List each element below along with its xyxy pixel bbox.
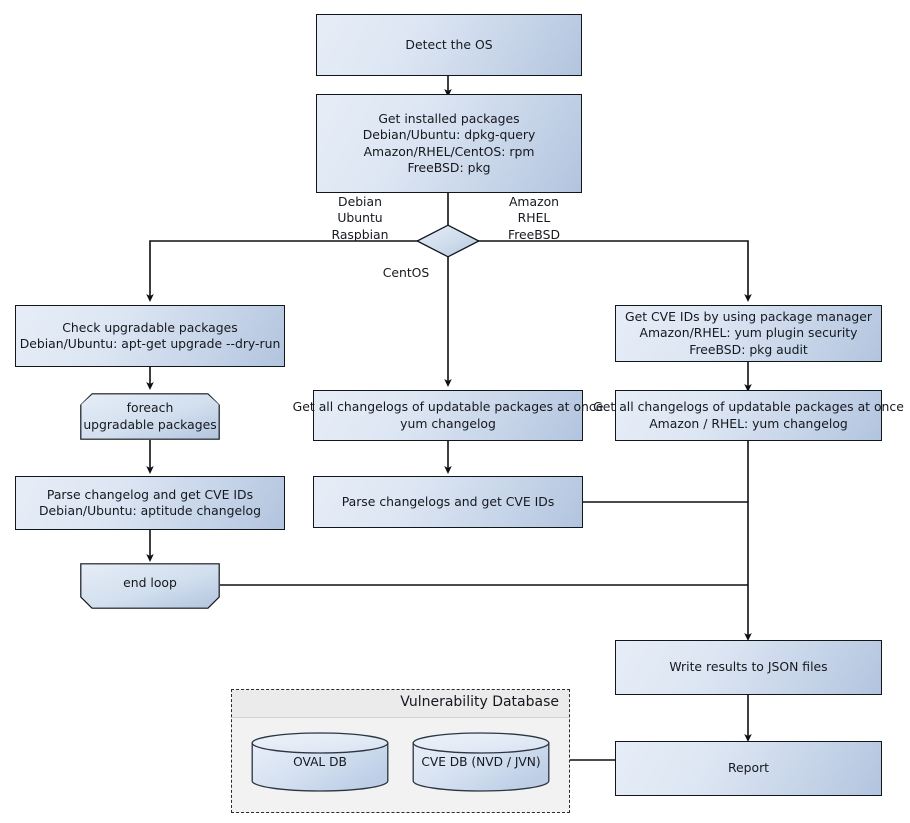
node-changelogs-amazon-line2: Amazon / RHEL: yum changelog: [649, 415, 848, 431]
node-parse-changelogs-centos-label: Parse changelogs and get CVE IDs: [341, 493, 555, 509]
node-check-upgradable-line2: Debian/Ubuntu: apt-get upgrade --dry-run: [19, 336, 281, 351]
edge-label-left-line3: Raspbian: [331, 226, 389, 242]
node-get-cve-ids-line1: Get CVE IDs by using package manager: [625, 308, 872, 324]
node-end-loop-label: end loop: [123, 574, 177, 590]
node-changelogs-amazon-line1: Get all changelogs of updatable packages…: [593, 399, 904, 414]
cylinder-icon: [251, 732, 389, 792]
node-report-label: Report: [727, 760, 770, 776]
cylinder-icon: [412, 732, 550, 792]
node-get-installed-packages-line2: Debian/Ubuntu: dpkg-query: [362, 127, 536, 142]
node-get-installed-packages-line4: FreeBSD: pkg: [407, 160, 491, 175]
node-write-results-json-label: Write results to JSON files: [669, 659, 828, 675]
database-cve-label: CVE DB (NVD / JVN): [421, 755, 541, 769]
node-foreach-loop-line1: foreach: [126, 400, 174, 415]
edge-label-right-line1: Amazon: [508, 194, 560, 209]
edge-label-right-branch: Amazon RHEL FreeBSD: [484, 194, 584, 243]
node-parse-changelog-debian-line2: Debian/Ubuntu: aptitude changelog: [39, 503, 261, 518]
node-parse-changelog-debian-line1: Parse changelog and get CVE IDs: [46, 486, 254, 502]
node-foreach-loop[interactable]: foreach upgradable packages: [80, 393, 220, 440]
node-end-loop[interactable]: end loop: [80, 563, 220, 609]
database-oval[interactable]: OVAL DB: [251, 732, 389, 792]
node-changelogs-centos[interactable]: Get all changelogs of updatable packages…: [293, 390, 603, 441]
edge-label-center-branch: CentOS: [368, 265, 444, 281]
edge-label-left-branch: Debian Ubuntu Raspbian: [310, 194, 410, 243]
node-get-cve-ids-line2: Amazon/RHEL: yum plugin security: [639, 325, 858, 341]
database-cve[interactable]: CVE DB (NVD / JVN): [412, 732, 550, 792]
group-titlebar: [232, 690, 569, 718]
node-parse-changelog-debian[interactable]: Parse changelog and get CVE IDs Debian/U…: [15, 476, 285, 530]
edge-label-center-line1: CentOS: [382, 265, 430, 280]
node-detect-os[interactable]: Detect the OS: [316, 14, 582, 76]
vulnerability-database-group: Vulnerability Database OVAL D: [231, 689, 570, 813]
node-get-cve-ids-package-manager[interactable]: Get CVE IDs by using package manager Ama…: [615, 305, 882, 362]
edge-label-left-line1: Debian: [338, 194, 382, 209]
node-changelogs-centos-line2: yum changelog: [400, 415, 496, 431]
node-get-installed-packages-line1: Get installed packages: [378, 110, 520, 126]
database-oval-label: OVAL DB: [293, 755, 347, 769]
node-get-cve-ids-line3: FreeBSD: pkg audit: [689, 341, 808, 357]
node-parse-changelogs-centos[interactable]: Parse changelogs and get CVE IDs: [313, 476, 583, 528]
vulnerability-database-title: Vulnerability Database: [400, 694, 559, 710]
edge-label-right-line2: RHEL: [517, 210, 551, 226]
node-get-installed-packages-line3: Amazon/RHEL/CentOS: rpm: [363, 143, 535, 159]
end-loop-shape: [80, 563, 220, 609]
node-get-installed-packages[interactable]: Get installed packages Debian/Ubuntu: dp…: [316, 94, 582, 193]
edge-label-right-line3: FreeBSD: [508, 226, 560, 242]
node-detect-os-label: Detect the OS: [405, 36, 493, 52]
node-os-decision[interactable]: [415, 224, 481, 258]
node-report[interactable]: Report: [615, 741, 882, 796]
node-check-upgradable-packages[interactable]: Check upgradable packages Debian/Ubuntu:…: [15, 305, 285, 367]
edge-label-left-line2: Ubuntu: [337, 210, 383, 226]
node-check-upgradable-line1: Check upgradable packages: [62, 319, 238, 335]
node-foreach-loop-line2: upgradable packages: [83, 416, 217, 432]
node-write-results-json[interactable]: Write results to JSON files: [615, 640, 882, 695]
node-changelogs-amazon[interactable]: Get all changelogs of updatable packages…: [593, 390, 904, 441]
node-changelogs-centos-line1: Get all changelogs of updatable packages…: [292, 399, 604, 414]
